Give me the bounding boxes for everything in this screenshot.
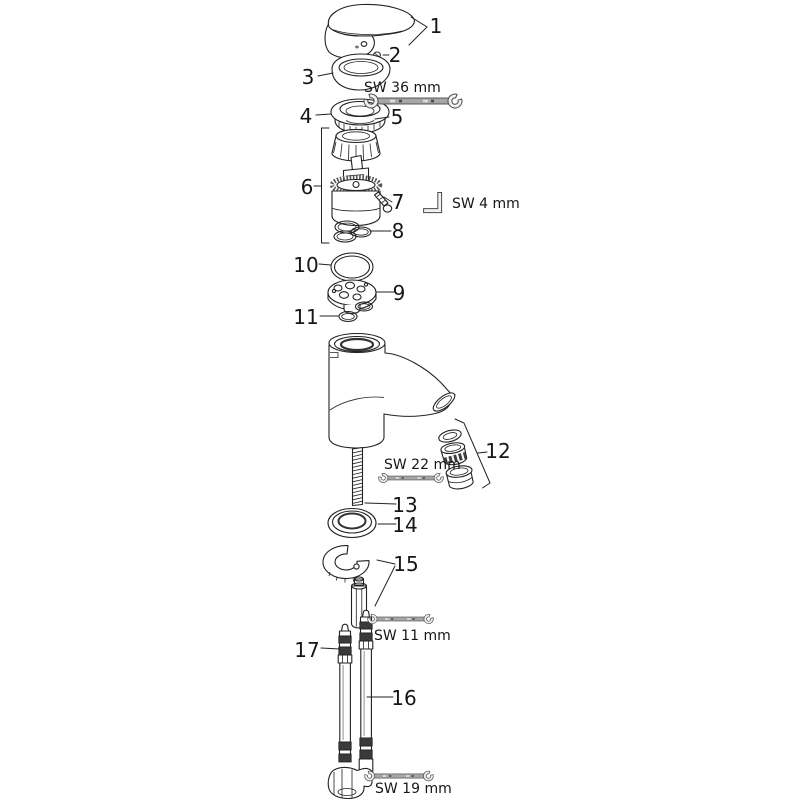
open-end-wrench-sw22-icon [378, 473, 444, 483]
open-end-wrench-sw19-icon [364, 770, 434, 782]
part-12-aerator-set [438, 429, 474, 490]
hex-key-sw4-icon [423, 192, 443, 214]
part-label-7: 7 [392, 190, 405, 214]
part-label-12: 12 [485, 439, 510, 463]
part-label-15: 15 [393, 552, 418, 576]
tool-size-label-sw4: SW 4 mm [452, 196, 520, 212]
part-label-6: 6 [301, 175, 314, 199]
tool-size-label-sw22: SW 22 mm [384, 457, 461, 473]
leader-lines [313, 16, 491, 698]
part-label-8: 8 [392, 219, 405, 243]
part-label-14: 14 [392, 513, 417, 537]
part-number-labels: 1 2 3 4 5 6 7 8 9 10 11 12 13 14 15 16 1… [293, 14, 510, 710]
part-label-1: 1 [430, 14, 443, 38]
open-end-wrench-sw11-icon [367, 613, 434, 625]
part-label-16: 16 [391, 686, 416, 710]
part-9-flow-disc [327, 279, 377, 315]
part-label-4: 4 [300, 104, 313, 128]
tools: SW 36 mm SW 4 mm SW 22 mm SW 11 mm SW 19… [363, 80, 520, 797]
tool-size-label-sw11: SW 11 mm [374, 628, 451, 644]
tool-size-label-sw19: SW 19 mm [375, 781, 452, 797]
part-16-supply-hoses [327, 609, 374, 800]
part-10-o-ring [330, 252, 374, 282]
part-label-13: 13 [392, 493, 417, 517]
part-15-mounting-set [322, 545, 370, 629]
faucet-body [328, 332, 456, 449]
part-label-3: 3 [302, 65, 315, 89]
part-14-base-gasket [327, 507, 377, 539]
part-8-o-rings [333, 220, 372, 243]
part-label-9: 9 [393, 281, 406, 305]
part-7-screw [373, 191, 393, 213]
part-label-5: 5 [391, 105, 404, 129]
part-3-cap-ring [331, 53, 391, 91]
part-11-o-ring [338, 310, 358, 323]
part-label-11: 11 [293, 305, 318, 329]
part-label-2: 2 [389, 43, 402, 67]
part-13-threaded-rod [351, 446, 364, 507]
part-6-cartridge [329, 128, 383, 227]
part-label-10: 10 [293, 253, 318, 277]
part-label-17: 17 [294, 638, 319, 662]
tool-size-label-sw36: SW 36 mm [364, 80, 441, 96]
